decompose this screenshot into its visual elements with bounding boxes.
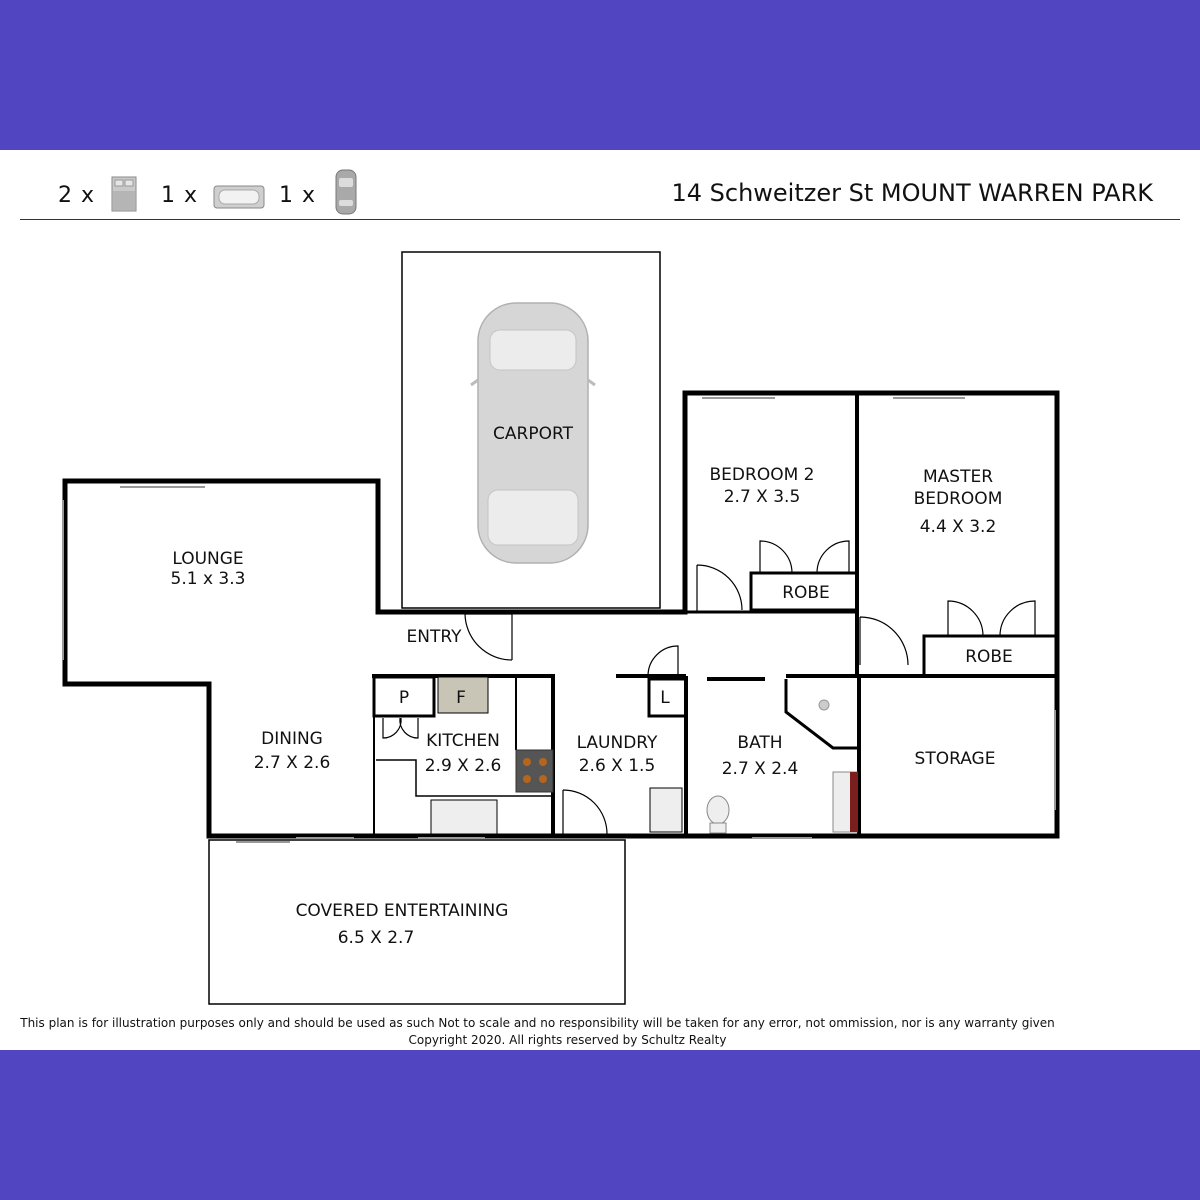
bath-label: BATH	[737, 733, 782, 753]
disclaimer: This plan is for illustration purposes o…	[0, 1015, 1075, 1049]
covered-entertaining-outline	[208, 839, 626, 1005]
disclaimer-line-1: This plan is for illustration purposes o…	[20, 1016, 1055, 1030]
master-label-2: BEDROOM	[914, 489, 1003, 509]
carport-outline	[401, 251, 661, 609]
pantry-label: P	[399, 688, 409, 708]
dining-label: DINING	[261, 729, 323, 749]
bathroom-count: 1 x	[161, 183, 199, 208]
kitchen-size: 2.9 X 2.6	[425, 756, 502, 776]
entry-label: ENTRY	[407, 627, 463, 647]
kitchen-label: KITCHEN	[426, 731, 500, 751]
floor-plan-sheet	[0, 150, 1200, 1050]
master-size: 4.4 X 3.2	[920, 517, 997, 537]
bedroom-2-size: 2.7 X 3.5	[724, 487, 801, 507]
bed-icon	[111, 176, 137, 212]
robe-2-label: ROBE	[965, 647, 1013, 667]
robe-1-outline	[749, 571, 859, 612]
carport-label: CARPORT	[493, 424, 574, 444]
property-address: 14 Schweitzer St MOUNT WARREN PARK	[671, 179, 1153, 207]
bathtub-icon	[213, 185, 265, 209]
toilet	[706, 795, 730, 825]
car-icon	[470, 302, 596, 564]
exterior-wall	[62, 390, 1060, 839]
bath-size: 2.7 X 2.4	[722, 759, 799, 779]
covered-entertaining-size: 6.5 X 2.7	[338, 928, 415, 948]
lounge-label: LOUNGE	[172, 549, 243, 569]
lounge-size: 5.1 x 3.3	[171, 569, 246, 589]
disclaimer-line-2: Copyright 2020. All rights reserved by S…	[408, 1033, 727, 1047]
shower-screen	[784, 679, 857, 750]
top-banner	[0, 0, 1200, 150]
laundry-label: LAUNDRY	[577, 733, 658, 753]
header-divider	[20, 219, 1180, 220]
master-label-1: MASTER	[923, 467, 993, 487]
fridge-label: F	[456, 688, 466, 708]
bottom-banner	[0, 1050, 1200, 1200]
fridge-outline	[437, 676, 489, 714]
dining-size: 2.7 X 2.6	[254, 753, 331, 773]
windows	[62, 397, 1056, 843]
kitchen-bench	[376, 759, 553, 797]
kitchen-sink	[430, 799, 498, 835]
laundry-tub	[649, 787, 683, 833]
robe-1-label: ROBE	[782, 583, 830, 603]
car-icon	[335, 169, 357, 215]
linen-label: L	[660, 688, 670, 708]
covered-entertaining-label: COVERED ENTERTAINING	[296, 901, 509, 921]
carspace-count: 1 x	[279, 183, 317, 208]
storage-label: STORAGE	[915, 749, 996, 769]
bedroom-count: 2 x	[58, 183, 96, 208]
door-swings	[382, 540, 1036, 835]
stove	[515, 749, 554, 793]
laundry-size: 2.6 X 1.5	[579, 756, 656, 776]
bedroom-2-label: BEDROOM 2	[710, 465, 815, 485]
